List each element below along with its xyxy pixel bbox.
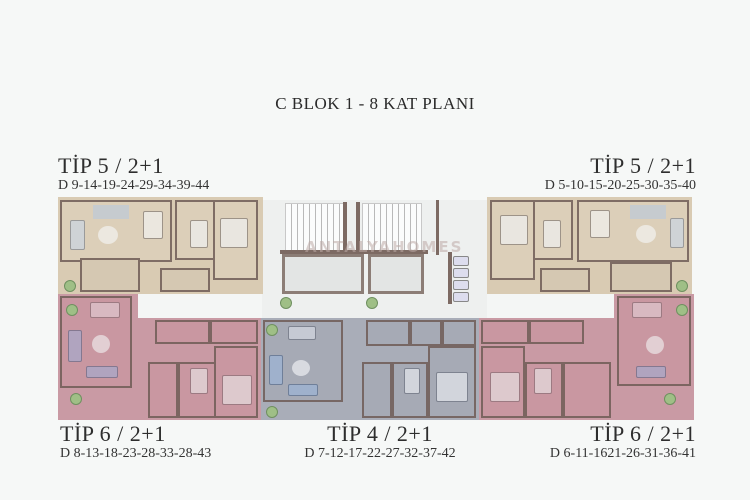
staircase-right — [362, 203, 422, 253]
bathroom — [155, 320, 210, 344]
laundry — [410, 320, 442, 346]
bed — [222, 375, 252, 405]
sofa — [68, 330, 82, 362]
unit-label-bottom-right: TİP 6 / 2+1 D 6-11-1621-26-31-36-41 — [550, 422, 696, 462]
unit-type: TİP 6 / 2+1 — [590, 421, 696, 446]
unit-type: TİP 6 / 2+1 — [60, 421, 166, 446]
plant-icon — [366, 297, 378, 309]
meter-box — [453, 292, 469, 302]
bathroom — [160, 268, 210, 292]
terrace-left — [138, 294, 262, 318]
coffee-table — [92, 335, 110, 353]
coffee-table — [292, 360, 310, 376]
kitchen — [148, 362, 178, 418]
dining-table — [288, 326, 316, 340]
unit-doors: D 5-10-15-20-25-30-35-40 — [544, 178, 696, 193]
unit-doors: D 9-14-19-24-29-34-39-44 — [58, 178, 210, 193]
meter-box — [453, 256, 469, 266]
armchair — [86, 366, 118, 378]
bed — [543, 220, 561, 248]
bed — [190, 220, 208, 248]
dining-table — [90, 302, 120, 318]
staircase-left — [285, 203, 345, 253]
sofa — [70, 220, 85, 250]
watermark: ANTALYAHOMES — [305, 238, 464, 256]
dining-table — [632, 302, 662, 318]
unit-doors: D 6-11-1621-26-31-36-41 — [549, 446, 696, 461]
plant-icon — [676, 304, 688, 316]
bathroom — [529, 320, 584, 344]
armchair — [288, 384, 318, 396]
unit-doors: D 8-13-18-23-28-33-28-43 — [60, 446, 212, 461]
plant-icon — [676, 280, 688, 292]
bathroom — [366, 320, 410, 346]
bed — [534, 368, 552, 394]
bathroom — [210, 320, 258, 344]
unit-label-bottom-left: TİP 6 / 2+1 D 8-13-18-23-28-33-28-43 — [60, 422, 211, 462]
rug — [630, 205, 666, 219]
terrace-right — [487, 294, 614, 318]
bathroom — [481, 320, 529, 344]
wall — [436, 200, 439, 255]
plant-icon — [266, 324, 278, 336]
bed — [490, 372, 520, 402]
elevator-shaft-left — [282, 254, 364, 294]
unit-type: TİP 5 / 2+1 — [58, 153, 164, 178]
wall — [280, 250, 428, 254]
armchair — [636, 366, 666, 378]
coffee-table — [646, 336, 664, 354]
kitchen — [610, 262, 672, 292]
plant-icon — [64, 280, 76, 292]
rug — [93, 205, 129, 219]
bed — [436, 372, 468, 402]
kitchen — [362, 362, 392, 418]
plant-icon — [70, 393, 82, 405]
unit-label-bottom-center: TİP 4 / 2+1 D 7-12-17-22-27-32-37-42 — [280, 422, 480, 462]
plan-title: C BLOK 1 - 8 KAT PLANI — [275, 94, 475, 113]
bathroom — [442, 320, 476, 346]
bed — [500, 215, 528, 245]
bed — [404, 368, 420, 394]
plant-icon — [664, 393, 676, 405]
unit-type: TİP 5 / 2+1 — [590, 153, 696, 178]
kitchen — [80, 258, 140, 292]
plant-icon — [266, 406, 278, 418]
kitchen — [563, 362, 611, 418]
wall — [343, 202, 347, 254]
unit-doors: D 7-12-17-22-27-32-37-42 — [304, 446, 456, 461]
unit-label-top-right: TİP 5 / 2+1 D 5-10-15-20-25-30-35-40 — [545, 154, 696, 194]
meter-box — [453, 268, 469, 278]
wall — [448, 252, 452, 304]
sofa — [269, 355, 283, 385]
bed — [220, 218, 248, 248]
sofa — [670, 218, 684, 248]
dining-table — [590, 210, 610, 238]
unit-label-top-left: TİP 5 / 2+1 D 9-14-19-24-29-34-39-44 — [58, 154, 209, 194]
meter-box — [453, 280, 469, 290]
wall — [356, 202, 360, 254]
dining-table — [143, 211, 163, 239]
elevator-shaft-right — [368, 254, 424, 294]
bathroom — [540, 268, 590, 292]
plant-icon — [280, 297, 292, 309]
coffee-table — [636, 225, 656, 243]
coffee-table — [98, 226, 118, 244]
plant-icon — [66, 304, 78, 316]
unit-type: TİP 4 / 2+1 — [327, 421, 433, 446]
bed — [190, 368, 208, 394]
